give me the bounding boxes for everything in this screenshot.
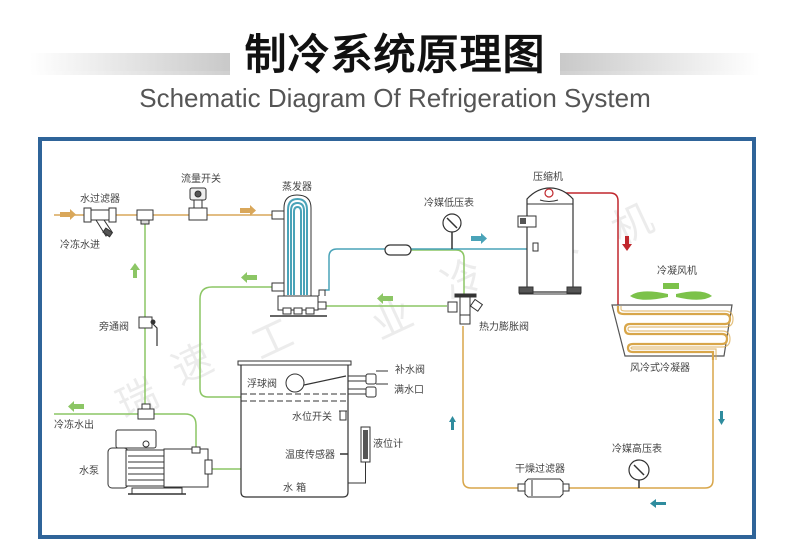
label-temp-sensor: 温度传感器 [285,448,335,461]
watermark-char: 速 [165,335,221,394]
evaporator-return-pipe [199,286,272,398]
sight-glass-icon [384,244,412,256]
flow-arrow [622,236,632,251]
label-water-tank: 水 箱 [283,481,306,494]
page-subtitle: Schematic Diagram Of Refrigeration Syste… [139,83,651,113]
title-decor-left-thin [30,71,230,75]
overflow-valve-icon [365,383,388,398]
water-tank-icon [237,360,366,498]
label-level-switch: 水位开关 [292,410,332,423]
flow-arrow [60,209,76,220]
flow-arrow [240,205,256,216]
bypass-valve-icon [138,316,158,346]
water-filter-icon [83,207,117,238]
header: 制冷系统原理图 Schematic Diagram Of Refrigerati… [0,0,790,130]
flow-arrow [130,263,140,278]
makeup-valve-icon [365,370,388,385]
suction-pipe [325,246,537,291]
water-pump-icon [107,429,213,495]
label-condenser-fan: 冷凝风机 [657,264,697,277]
condenser-fan-icon [630,283,712,300]
page-title: 制冷系统原理图 [0,30,790,80]
discharge-pipe [550,192,619,306]
label-water-pump: 水泵 [79,465,99,477]
title-decor-left [30,53,230,73]
level-gauge-icon [348,426,371,484]
title-decor-right [560,53,760,73]
flow-arrow [241,272,257,283]
label-high-pressure-gauge: 冷媒高压表 [612,442,662,455]
sensing-line [411,249,465,296]
title-decor-right-thin [560,71,760,75]
drier-filter-icon [517,478,570,498]
label-makeup-valve: 补水阀 [395,363,425,376]
evaporator-icon [270,194,327,317]
watermark-char: 瑞 [110,370,166,429]
level-switch-icon [339,410,347,421]
tee-fitting-icon [137,403,155,420]
label-overflow: 满水口 [394,384,424,396]
watermark-char: 工 [245,310,301,369]
label-compressor: 压缩机 [533,170,563,183]
watermark-char: 机 [605,195,661,254]
label-evaporator: 蒸发器 [282,180,312,193]
high-pressure-gauge-icon [628,459,650,488]
page-title-text: 制冷系统原理图 [236,30,554,79]
flow-arrow [68,401,84,412]
flow-arrow [377,293,393,304]
label-air-cooled-condenser: 风冷式冷凝器 [630,361,690,374]
low-pressure-gauge-icon [442,213,462,249]
flow-arrow [449,416,456,430]
label-low-pressure-gauge: 冷媒低压表 [424,196,474,209]
flow-switch-icon [188,187,208,221]
label-water-filter: 水过滤器 [80,192,120,205]
condenser-icon [611,304,734,360]
watermark: 瑞 速 工 业 冷 水 机 [110,195,661,429]
label-level-gauge: 液位计 [373,437,403,450]
liquid-pipe [462,326,714,489]
label-float-valve: 浮球阀 [247,377,277,390]
diagram-frame [38,137,756,539]
label-drier-filter: 干燥过滤器 [515,462,565,475]
label-bypass-valve: 旁通阀 [99,320,129,333]
compressor-icon [517,187,582,295]
flow-arrow [650,499,666,508]
label-chilled-water-in: 冷冻水进 [60,238,100,251]
chilled-water-out-pipe [54,413,197,448]
label-expansion-valve: 热力膨胀阀 [479,320,529,333]
flow-arrow [718,411,725,425]
tee-fitting-icon [136,209,154,225]
expansion-valve-icon [447,293,484,325]
label-flow-switch: 流量开关 [181,172,221,185]
flow-arrow [471,233,487,244]
label-chilled-water-out: 冷冻水出 [54,418,94,431]
